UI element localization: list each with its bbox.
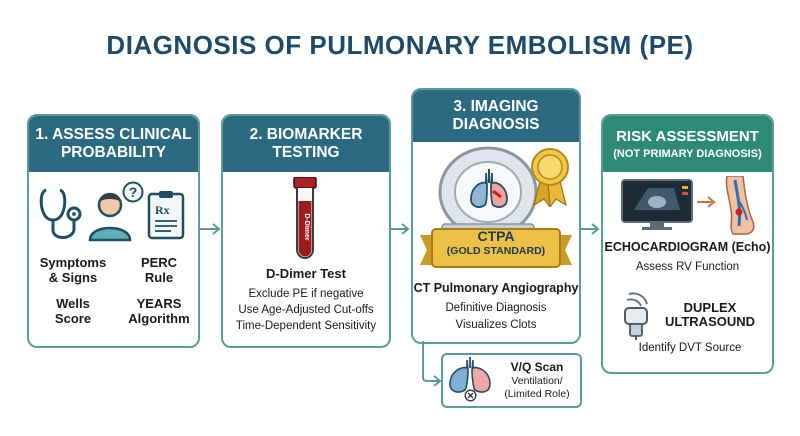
flow-arrow-echo-to-leg	[697, 196, 717, 208]
step2-header: 2. BIOMARKER TESTING	[223, 116, 389, 172]
duplex-ultrasound-description: Identify DVT Source	[638, 342, 742, 354]
cross-circle-icon	[464, 389, 477, 402]
step3-header: 3. IMAGING DIAGNOSIS	[413, 90, 579, 142]
vq-line1: Ventilation/	[511, 375, 563, 387]
step3-header-line1: 3. IMAGING	[453, 98, 539, 116]
ctpa-line1: Definitive Diagnosis	[445, 302, 547, 314]
step1-header-line2: PROBABILITY	[60, 144, 167, 161]
gold-standard-ribbon	[420, 225, 572, 271]
d-dimer-test-title: D-Dimer Test	[266, 266, 346, 281]
step2-header-line2: TESTING	[272, 144, 340, 161]
duplex-ultrasound-title: DUPLEX ULTRASOUND	[656, 301, 764, 329]
ctpa-label: CTPA	[477, 228, 515, 244]
d-dimer-line1: Exclude PE if negative	[248, 288, 364, 300]
vq-scan-description: Ventilation/ (Limited Role)	[497, 375, 577, 401]
ctpa-description: Definitive Diagnosis Visualizes Clots	[411, 300, 581, 334]
step1-header-line1: 1. ASSESS CLINICAL	[35, 126, 192, 144]
ct-pulmonary-angiography-title: CT Pulmonary Angiography	[413, 281, 579, 295]
ultrasound-probe-icon	[617, 292, 655, 340]
flow-arrow-3-to-vq	[417, 341, 443, 389]
duplex-line1: DUPLEX	[683, 300, 737, 315]
patient-icon	[88, 190, 132, 242]
step-biomarker-testing: 2. BIOMARKER TESTING	[221, 114, 391, 348]
step4-header-line1: RISK ASSESSMENT	[616, 127, 759, 145]
echocardiogram-description: Assess RV Function	[635, 261, 740, 273]
page-title: DIAGNOSIS OF PULMONARY EMBOLISM (PE)	[106, 30, 694, 60]
ctpa-ribbon-text: CTPA (GOLD STANDARD)	[432, 229, 560, 259]
svg-text:?: ?	[129, 184, 138, 200]
svg-text:Rx: Rx	[155, 203, 170, 217]
blood-tube-icon: D-Dimer	[292, 177, 318, 261]
gold-standard-label: (GOLD STANDARD)	[446, 245, 546, 257]
vq-line2: (Limited Role)	[504, 388, 570, 400]
lungs-icon	[446, 356, 494, 402]
question-bubble-icon: ?	[121, 181, 145, 205]
step4-header: RISK ASSESSMENT (NOT PRIMARY DIAGNOSIS)	[603, 116, 772, 172]
step1-header: 1. ASSESS CLINICAL PROBABILITY	[29, 116, 198, 172]
step2-header-line1: 2. BIOMARKER	[249, 126, 363, 144]
echo-monitor-icon	[620, 178, 694, 232]
echocardiogram-title: ECHOCARDIOGRAM (Echo)	[604, 240, 771, 254]
flow-arrow-2-to-3	[391, 222, 411, 236]
d-dimer-line3: Time-Dependent Sensitivity	[235, 320, 377, 332]
prescription-clipboard-icon: Rx	[147, 190, 185, 240]
d-dimer-line2: Use Age-Adjusted Cut-offs	[238, 304, 374, 316]
flow-arrow-3-to-4	[581, 222, 601, 236]
d-dimer-description: Exclude PE if negative Use Age-Adjusted …	[221, 286, 391, 334]
leg-vein-icon	[719, 176, 759, 236]
lungs-icon	[467, 167, 511, 211]
step3-header-line2: DIAGNOSIS	[452, 116, 540, 133]
vq-scan-title: V/Q Scan	[510, 360, 564, 374]
ctpa-line2: Visualizes Clots	[455, 319, 537, 331]
blood-tube-label: D-Dimer	[303, 213, 310, 241]
stethoscope-icon	[36, 186, 86, 244]
symptoms-signs-label: Symptoms& Signs	[39, 255, 107, 285]
flow-arrow-1-to-2	[200, 222, 222, 236]
award-medal-icon	[528, 147, 572, 207]
step4-header-line2: (NOT PRIMARY DIAGNOSIS)	[613, 147, 762, 160]
duplex-line2: ULTRASOUND	[664, 314, 756, 329]
